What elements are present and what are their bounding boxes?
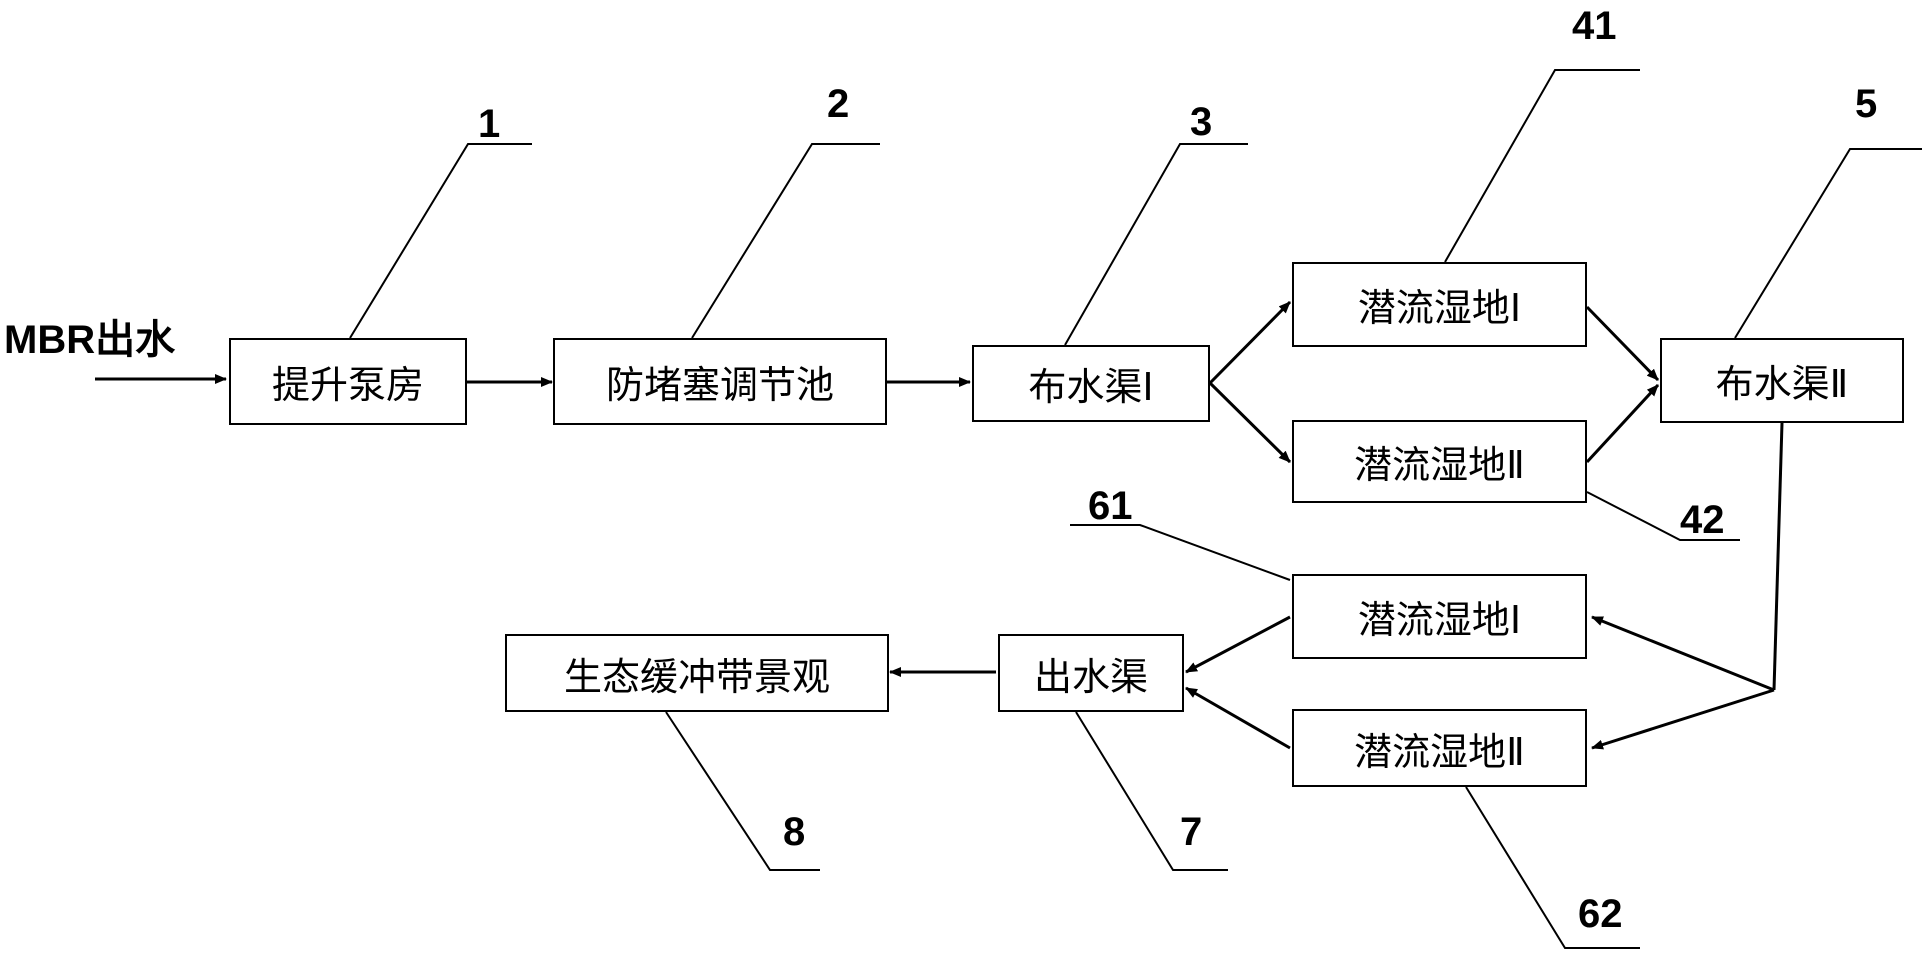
leader-7 — [1075, 711, 1228, 871]
leader-3 — [1064, 143, 1248, 346]
node-outlet-channel: 出水渠 — [998, 634, 1184, 712]
label-61: 61 — [1088, 484, 1133, 528]
label-42: 42 — [1680, 498, 1725, 542]
node-wetland-61: 潜流湿地Ⅰ — [1292, 574, 1587, 659]
arrow-wetland42-to-channel2 — [1585, 383, 1660, 464]
node-eco-buffer-landscape: 生态缓冲带景观 — [505, 634, 889, 712]
node-distribution-channel-1: 布水渠Ⅰ — [972, 345, 1210, 422]
arrow-channel1-to-wetland41 — [1208, 300, 1292, 385]
label-8: 8 — [783, 810, 806, 854]
label-1: 1 — [478, 102, 501, 146]
input-label-mbr-effluent: MBR出水 — [4, 318, 176, 362]
leader-8 — [665, 711, 820, 871]
label-62: 62 — [1578, 892, 1623, 936]
label-5: 5 — [1855, 82, 1878, 126]
label-2: 2 — [827, 82, 850, 126]
arrow-junction-to-wetland62 — [1591, 688, 1775, 750]
node-wetland-42: 潜流湿地Ⅱ — [1292, 420, 1587, 503]
leader-2 — [691, 143, 880, 339]
arrow-wetland61-to-outlet — [1185, 615, 1291, 674]
arrow-wetland41-to-channel2 — [1585, 305, 1660, 382]
node-wetland-41: 潜流湿地Ⅰ — [1292, 262, 1587, 347]
label-41: 41 — [1572, 4, 1617, 48]
arrow-channel1-to-wetland42 — [1208, 381, 1292, 464]
leader-42 — [1586, 491, 1740, 541]
node-distribution-channel-2: 布水渠Ⅱ — [1660, 338, 1904, 423]
leader-62 — [1465, 786, 1640, 949]
leader-5 — [1734, 148, 1922, 339]
node-pump-house: 提升泵房 — [229, 338, 467, 425]
leader-61 — [1070, 524, 1291, 581]
label-7: 7 — [1180, 810, 1203, 854]
arrow-junction-to-wetland61 — [1591, 615, 1775, 692]
leader-41 — [1444, 69, 1640, 263]
label-3: 3 — [1190, 100, 1213, 144]
connector-channel2-down — [1772, 422, 1784, 691]
leader-1 — [349, 143, 532, 339]
arrow-wetland62-to-outlet — [1185, 686, 1291, 750]
node-wetland-62: 潜流湿地Ⅱ — [1292, 709, 1587, 787]
node-anti-clog-tank: 防堵塞调节池 — [553, 338, 887, 425]
